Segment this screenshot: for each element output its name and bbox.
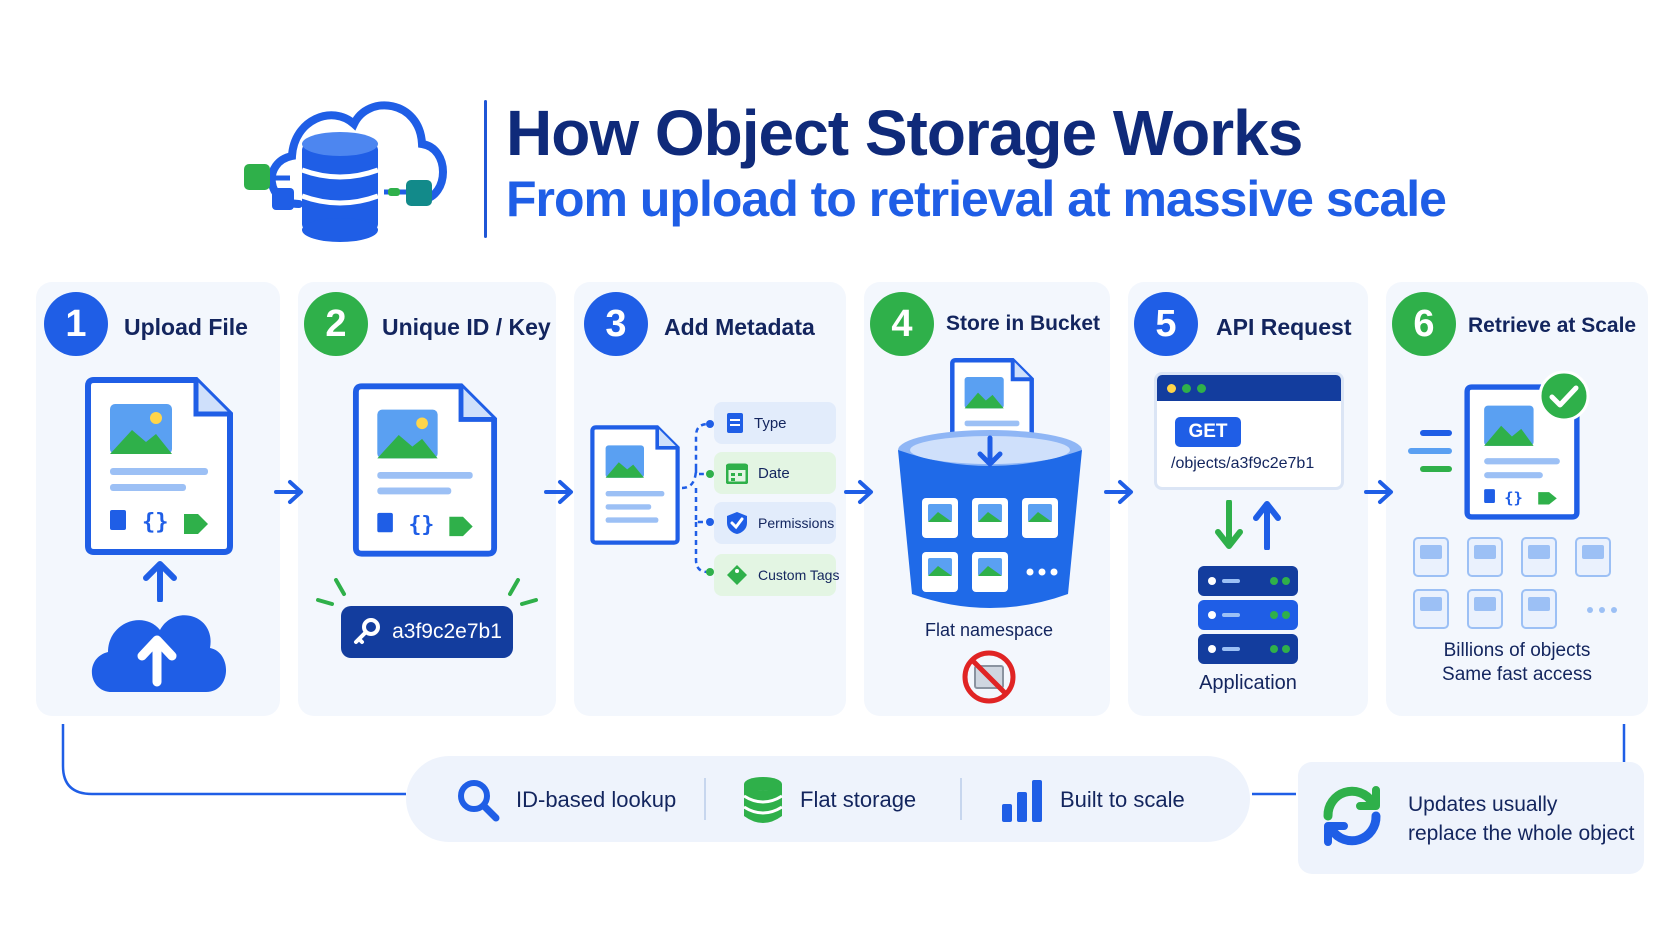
page-subtitle: From upload to retrieval at massive scal… xyxy=(506,171,1447,227)
feature-divider xyxy=(960,778,962,820)
metadata-chip-label: Date xyxy=(758,464,790,482)
arrow-up-icon xyxy=(143,561,177,602)
feature-built-to-scale: Built to scale xyxy=(1000,778,1185,822)
update-note-line2: replace the whole object xyxy=(1408,822,1635,845)
svg-text:{}: {} xyxy=(142,510,169,535)
update-note-text: Updates usually replace the whole object xyxy=(1408,790,1634,848)
key-icon xyxy=(354,618,381,644)
step-label: Upload File xyxy=(124,314,248,340)
step-number-badge: 5 xyxy=(1134,292,1198,356)
update-note-line1: Updates usually xyxy=(1408,793,1558,816)
feature-flat-storage: Flat storage xyxy=(742,776,916,824)
page-title: How Object Storage Works xyxy=(506,97,1303,169)
object-key-pill: a3f9c2e7b1 xyxy=(341,606,513,658)
arrow-down-icon xyxy=(1215,500,1243,549)
arrow-right-icon xyxy=(1364,480,1393,504)
object-key-value: a3f9c2e7b1 xyxy=(392,620,502,643)
step-number-badge: 1 xyxy=(44,292,108,356)
feature-divider xyxy=(704,778,706,820)
api-path: /objects/a3f9c2e7b1 xyxy=(1171,455,1315,472)
metadata-chip-permissions: Permissions xyxy=(714,502,836,544)
feature-label: Flat storage xyxy=(800,787,917,812)
document-image-icon: {} xyxy=(352,383,498,557)
bucket-caption: Flat namespace xyxy=(924,620,1054,640)
document-image-icon xyxy=(590,425,680,545)
refresh-icon xyxy=(1323,786,1381,846)
step-number-badge: 4 xyxy=(870,292,934,356)
metadata-chip-label: Permissions xyxy=(758,515,835,531)
speed-lines-icon xyxy=(1408,430,1452,472)
step-label: API Request xyxy=(1216,314,1352,340)
api-window: GET /objects/a3f9c2e7b1 xyxy=(1154,372,1344,490)
arrow-right-icon xyxy=(1104,480,1133,504)
arrow-right-icon xyxy=(544,480,573,504)
api-window-titlebar xyxy=(1157,375,1341,401)
window-dot-icon xyxy=(1167,383,1176,393)
window-dot-icon xyxy=(1182,383,1191,393)
retrieve-caption-line2: Same fast access xyxy=(1442,664,1592,685)
step-label: Store in Bucket xyxy=(946,312,1101,335)
database-icon xyxy=(743,777,783,823)
step-number-badge: 3 xyxy=(584,292,648,356)
arrow-up-icon xyxy=(1253,501,1281,550)
check-icon xyxy=(1538,370,1590,422)
no-folder-icon xyxy=(962,650,1016,704)
application-caption: Application xyxy=(1199,672,1297,694)
server-icon xyxy=(1198,566,1298,664)
bottom-connector-lines xyxy=(61,724,1626,796)
sparkle-lines-icon xyxy=(316,578,538,606)
metadata-connector xyxy=(681,420,714,576)
bucket-icon xyxy=(898,430,1082,608)
feature-label: Built to scale xyxy=(1060,787,1185,812)
svg-text:{}: {} xyxy=(408,512,434,537)
window-dot-icon xyxy=(1197,383,1206,393)
retrieve-caption-line1: Billions of objects xyxy=(1443,640,1591,661)
file-icon xyxy=(727,413,743,433)
svg-text:{}: {} xyxy=(1504,489,1523,507)
step-label: Add Metadata xyxy=(664,314,815,340)
http-method-badge: GET xyxy=(1175,417,1241,447)
bar-chart-icon xyxy=(1002,780,1042,822)
feature-label: ID-based lookup xyxy=(516,787,677,812)
metadata-chip-label: Type xyxy=(754,414,787,432)
metadata-chip-date: Date xyxy=(714,452,836,494)
arrow-right-icon xyxy=(274,480,303,504)
cloud-database-icon xyxy=(244,101,447,242)
step-number-badge: 6 xyxy=(1392,292,1456,356)
metadata-chip-custom-tags: Custom Tags xyxy=(714,554,840,596)
calendar-icon xyxy=(726,463,748,484)
update-note-card xyxy=(1298,762,1644,874)
step-number-badge: 2 xyxy=(304,292,368,356)
step-label: Unique ID / Key xyxy=(382,314,551,340)
tag-icon xyxy=(727,565,747,585)
arrow-right-icon xyxy=(844,480,873,504)
step-label: Retrieve at Scale xyxy=(1468,314,1637,337)
metadata-chip-type: Type xyxy=(714,402,836,444)
upload-cloud-icon xyxy=(91,615,227,692)
search-icon xyxy=(458,780,500,822)
feature-strip xyxy=(406,756,1250,842)
shield-check-icon xyxy=(727,512,747,534)
header-divider xyxy=(484,100,487,238)
feature-id-lookup: ID-based lookup xyxy=(456,778,676,822)
object-grid-icon xyxy=(1413,537,1617,629)
document-image-icon: {} xyxy=(85,377,233,555)
metadata-chip-label: Custom Tags xyxy=(758,567,840,583)
document-image-icon: {} xyxy=(1464,384,1580,520)
